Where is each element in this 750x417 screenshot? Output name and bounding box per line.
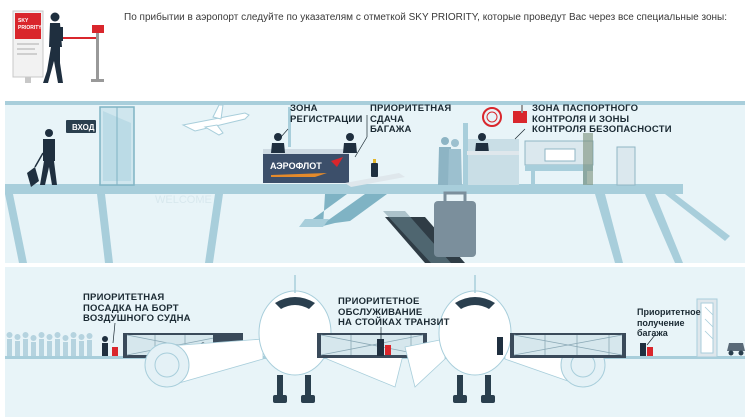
- departure-scene: ВХОД АЭРОФЛОТ: [5, 101, 745, 263]
- baggage-claim-area: [640, 298, 745, 358]
- passport-security-zone-label: ЗОНА ПАСПОРТНОГО КОНТРОЛЯ И ЗОНЫ КОНТРОЛ…: [532, 103, 672, 135]
- intro-instruction-text: По прибытии в аэропорт следуйте по указа…: [124, 12, 727, 23]
- sky-priority-sign-text: SKY: [18, 18, 29, 24]
- welcome-text: WELCOME: [155, 194, 212, 206]
- priority-boarding-label: ПРИОРИТЕТНАЯ ПОСАДКА НА БОРТ ВОЗДУШНОГО …: [83, 292, 191, 324]
- priority-transit-label: ПРИОРИТЕТНОЕ ОБСЛУЖИВАНИЕ НА СТОЙКАХ ТРА…: [338, 296, 450, 328]
- airport-arrival-illustration: ПРИОРИТЕТНАЯ ПОСАДКА НА БОРТ ВОЗДУШНОГО …: [5, 267, 745, 417]
- priority-stamp-icon: [482, 107, 502, 127]
- jet-bridge-2: [317, 333, 427, 358]
- boarding-scene: [5, 267, 745, 417]
- intro-section: SKY PRIORITY По прибытии в аэропорт след…: [0, 0, 750, 95]
- priority-baggage-drop-label: ПРИОРИТЕТНАЯ СДАЧА БАГАЖА: [370, 103, 452, 135]
- jet-bridge-3: [497, 333, 626, 358]
- airplane-icon: [181, 112, 250, 132]
- entrance-sign: [66, 120, 96, 133]
- baggage-drop-belt: [345, 173, 405, 187]
- airport-departure-illustration: ВХОД АЭРОФЛОТ: [5, 101, 745, 263]
- priority-baggage-claim-label: Приоритетное получение багажа: [637, 307, 701, 338]
- sky-priority-sign-illustration: SKY PRIORITY: [12, 10, 104, 83]
- passenger-crowd: [6, 332, 93, 356]
- priority-sign: [513, 111, 527, 123]
- registration-zone-label: ЗОНА РЕГИСТРАЦИИ: [290, 103, 363, 125]
- suitcase-icon: [434, 201, 476, 257]
- aeroflot-brand-text: АЭРОФЛОТ: [270, 161, 322, 171]
- entrance-sign-text: ВХОД: [72, 123, 95, 132]
- passport-control-booth: [463, 139, 519, 185]
- svg-text:PRIORITY: PRIORITY: [18, 25, 42, 31]
- taxi-car-icon: [727, 343, 745, 351]
- escalator: [310, 194, 387, 226]
- registration-counter: [263, 153, 349, 183]
- metal-detector: [583, 133, 593, 185]
